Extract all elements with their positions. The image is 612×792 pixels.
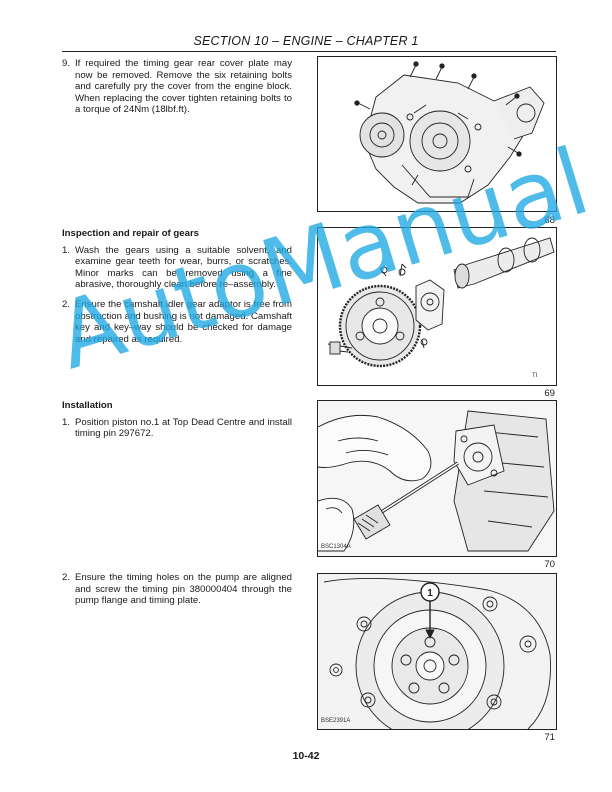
figure-71-pump-flange: 1 <box>317 573 557 730</box>
step-9: 9. If required the timing gear rear cove… <box>62 58 292 116</box>
step-number: 9. <box>62 58 71 69</box>
step-9-block: 9. If required the timing gear rear cove… <box>62 58 292 124</box>
step-text: Wash the gears using a suitable solvent,… <box>75 244 292 291</box>
step-number: 2. <box>62 572 71 583</box>
page-number: 10-42 <box>292 750 320 762</box>
step-text: If required the timing gear rear cover p… <box>75 58 292 116</box>
step-text: Position piston no.1 at Top Dead Centre … <box>75 416 292 440</box>
inspection-step: 1. Wash the gears using a suitable solve… <box>62 245 292 291</box>
gears-illustration <box>327 237 555 368</box>
figure-code: BSC1304A <box>321 544 351 550</box>
section-heading: Inspection and repair of gears <box>62 228 200 239</box>
installation-step: 1. Position piston no.1 at Top Dead Cent… <box>62 417 292 440</box>
step-number: 1. <box>62 244 71 256</box>
inspection-step: 2. Ensure the camshaft idler gear adapto… <box>62 299 292 345</box>
figure-number: 71 <box>544 732 555 743</box>
installation-section: Installation 1. Position piston no.1 at … <box>62 400 292 448</box>
figure-70-timing-pin <box>317 400 557 557</box>
figure-number: 68 <box>544 215 555 226</box>
pump-flange-illustration: 1 <box>318 574 556 729</box>
step-text: Ensure the timing holes on the pump are … <box>75 572 292 607</box>
callout-label: 1 <box>427 588 433 599</box>
figure-number: 70 <box>544 559 555 570</box>
step-text: Ensure the camshaft idler gear adaptor i… <box>75 298 292 345</box>
inspection-section: Inspection and repair of gears 1. Wash t… <box>62 228 292 353</box>
header-rule <box>62 51 556 52</box>
step-number: 2. <box>62 298 71 310</box>
installation-step-2-block: 2. Ensure the timing holes on the pump a… <box>62 572 292 615</box>
figure-code: BSE2391A <box>321 718 351 724</box>
figure-68-cover-plate <box>317 56 557 212</box>
cover-plate-illustration <box>354 61 545 204</box>
step-number: 1. <box>62 416 71 428</box>
section-heading: Installation <box>62 400 113 411</box>
timing-pin-illustration <box>318 401 556 556</box>
figure-number: 69 <box>544 388 555 399</box>
installation-step: 2. Ensure the timing holes on the pump a… <box>62 572 292 607</box>
figure-code: TI <box>532 373 538 379</box>
section-header: SECTION 10 – ENGINE – CHAPTER 1 <box>193 34 419 48</box>
figure-69-gears <box>317 227 557 386</box>
